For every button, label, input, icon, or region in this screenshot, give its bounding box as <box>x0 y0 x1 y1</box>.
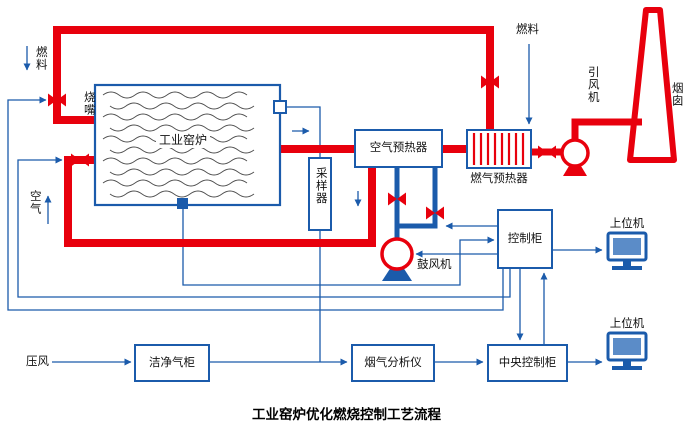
central-control-cabinet-box <box>487 344 568 382</box>
induced-draft-fan-label: 引风机 <box>586 66 601 104</box>
blower-fan-icon <box>380 237 414 281</box>
blower-valve-icon <box>388 192 406 206</box>
induced-draft-fan-icon <box>560 138 590 176</box>
flue-pipe-to-chimney <box>571 118 642 143</box>
air-valve-icon <box>71 153 89 167</box>
blue-pipes <box>394 165 438 240</box>
gas-preheater-valve-icon <box>481 75 499 89</box>
chimney-label: 烟囱 <box>670 82 685 107</box>
gas-preheater-label: 燃气预热器 <box>470 171 528 185</box>
host-computer-top-label: 上位机 <box>609 216 645 230</box>
central-control-cabinet-label: 中央控制柜 <box>498 355 557 369</box>
chimney-shape <box>627 7 677 163</box>
signal-lines <box>7 44 603 366</box>
air-preheater-label: 空气预热器 <box>369 140 428 154</box>
air-preheater-box <box>354 129 443 168</box>
blower-branch-pipe <box>397 165 438 229</box>
diagram-title: 工业窑炉优化燃烧控制工艺流程 <box>252 407 441 423</box>
valves <box>48 75 556 220</box>
fuel-top-label: 燃料 <box>516 22 539 36</box>
air-label: 空气 <box>28 190 43 215</box>
control-cabinet-label: 控制柜 <box>507 231 543 245</box>
fuel-valve-icon <box>48 93 66 107</box>
flame-squiggles <box>102 91 255 198</box>
kiln-label: 工业窑炉 <box>156 132 211 149</box>
signal-line-to-fuel-valve <box>7 96 504 311</box>
kiln-temperature-sensor <box>177 198 188 209</box>
sampler-label: 采样器 <box>314 167 329 205</box>
blower-label: 鼓风机 <box>417 257 452 271</box>
host-computer-top-icon <box>606 231 648 270</box>
kiln-sampling-tap <box>273 100 287 114</box>
control-cabinet-box <box>497 209 553 269</box>
kiln-sensor-signal-line <box>182 209 495 286</box>
gas-preheater-box <box>466 129 532 169</box>
signal-line-to-air-valve <box>17 156 511 298</box>
clean-gas-tank-box <box>134 344 210 382</box>
kiln-tap-to-sampler-line <box>286 106 321 158</box>
compressed-air-label: 压风 <box>26 354 49 368</box>
host-computer-bottom-icon <box>606 331 648 370</box>
flue-gas-analyzer-box <box>351 344 435 382</box>
sampler-box <box>308 157 332 231</box>
host-computer-bottom-label: 上位机 <box>609 316 645 330</box>
clean-gas-tank-label: 洁净气柜 <box>149 355 195 369</box>
flue-valve-icon <box>538 145 556 159</box>
flue-gas-analyzer-label: 烟气分析仪 <box>364 355 422 369</box>
branch-valve-icon <box>426 206 444 220</box>
burner-label: 烧嘴 <box>82 91 97 116</box>
preheated-fuel-pipe <box>53 26 494 130</box>
fuel-left-label: 燃料 <box>34 46 49 71</box>
